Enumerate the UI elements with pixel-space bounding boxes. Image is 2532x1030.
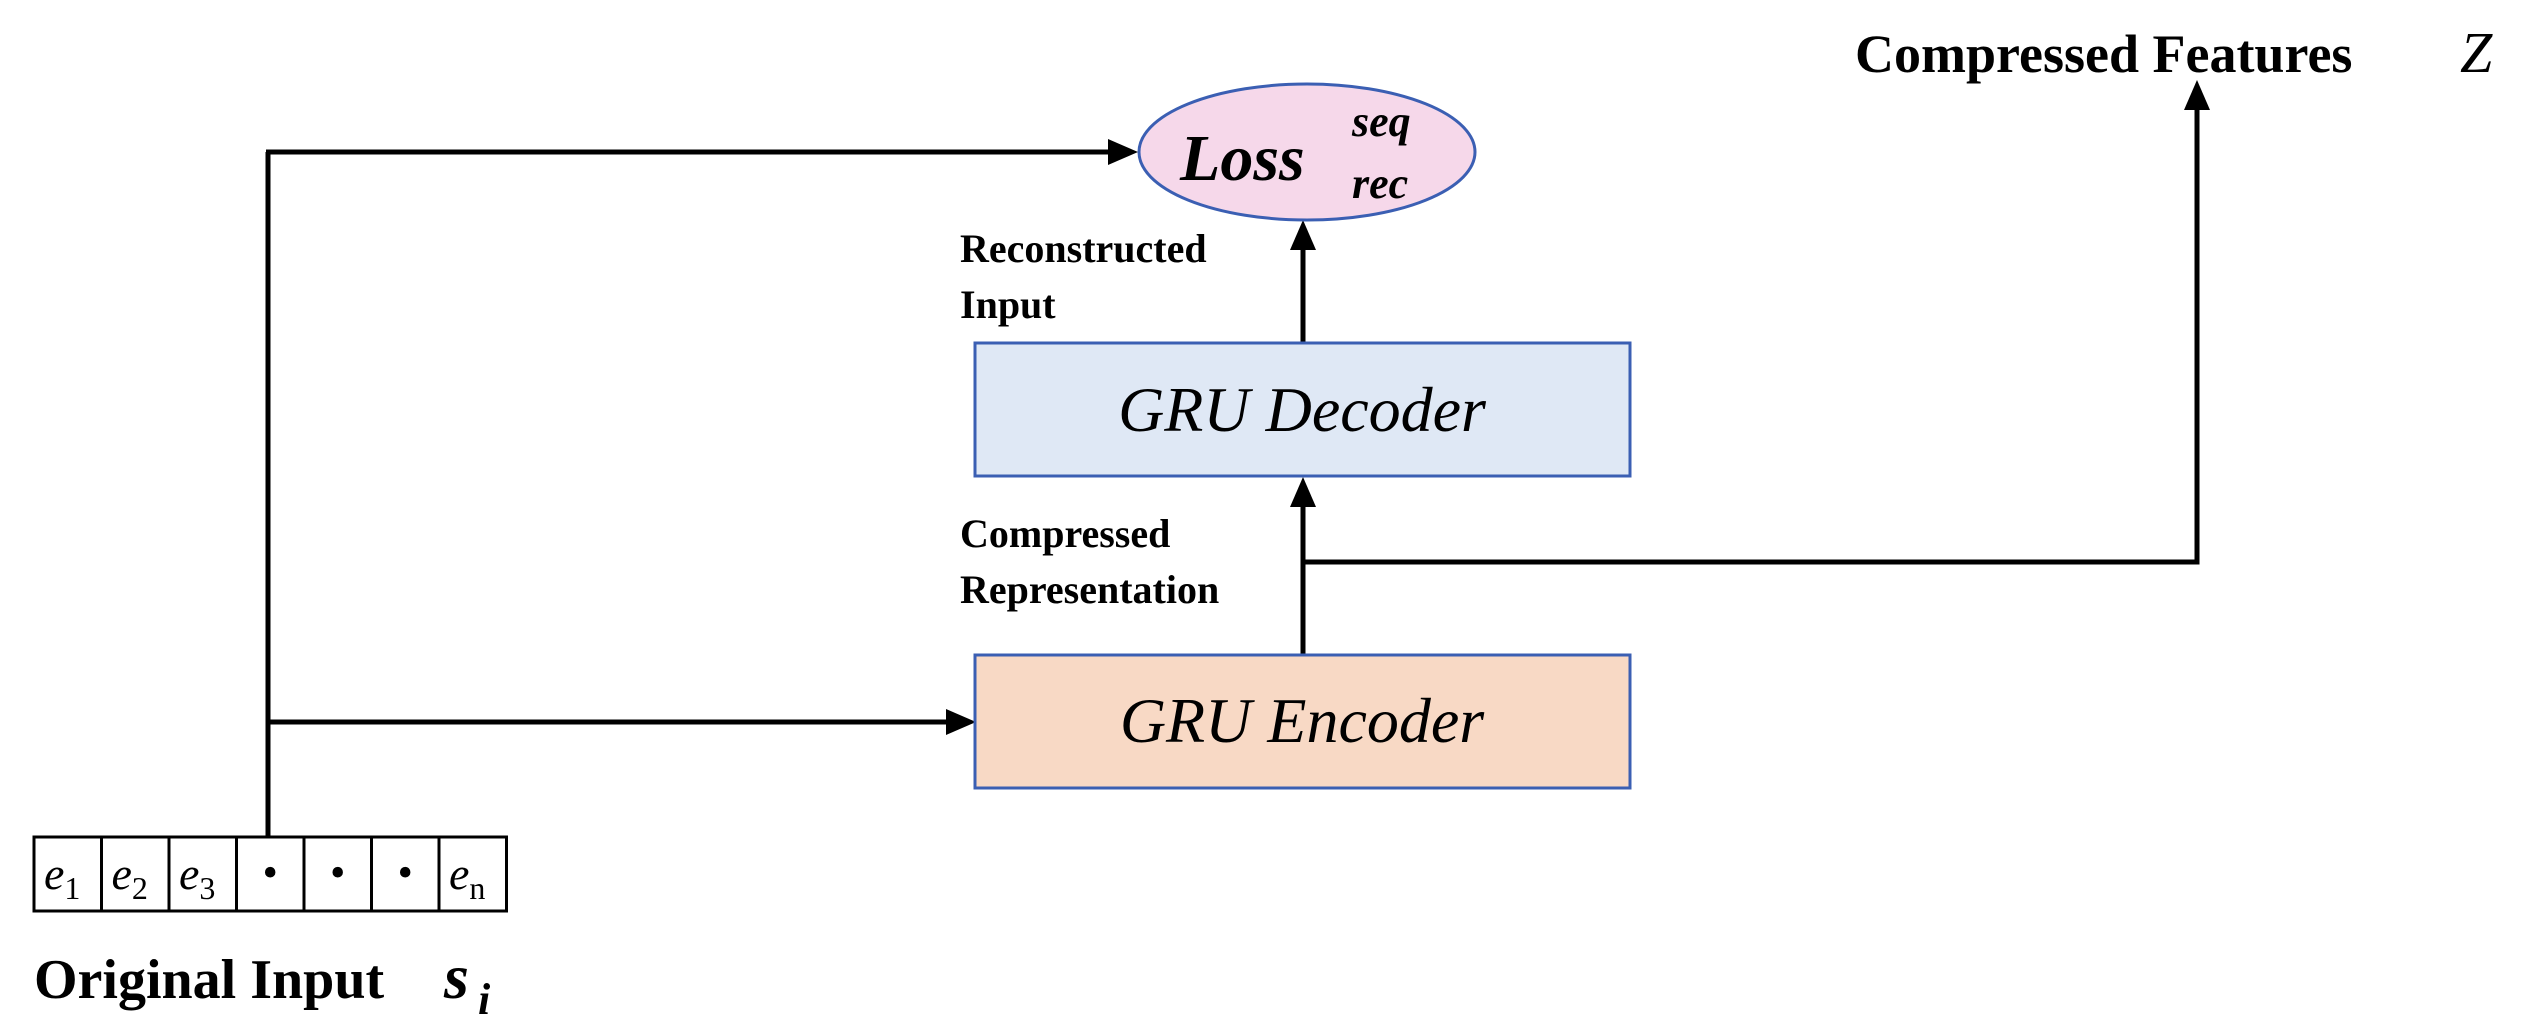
sequence-cell-label: e3 bbox=[179, 848, 215, 906]
encoder-to-decoder-arrowhead bbox=[1290, 477, 1316, 507]
sequence-cell: en bbox=[437, 835, 508, 913]
sequence-cell-subscript: 3 bbox=[199, 870, 215, 906]
input-to-loss-arrowhead bbox=[1108, 139, 1138, 165]
original-input-subscript: i bbox=[478, 975, 491, 1024]
sequence-cell: • bbox=[302, 835, 373, 913]
loss-node: Loss seq rec bbox=[1137, 82, 1477, 222]
compressed-representation-line2: Representation bbox=[960, 567, 1219, 612]
sequence-cell-subscript: 1 bbox=[64, 870, 80, 906]
sequence-cell-box bbox=[167, 835, 238, 913]
original-input-text: Original Input bbox=[34, 949, 384, 1011]
sequence-cell: e1 bbox=[32, 835, 103, 913]
gru-decoder-node: GRU Decoder bbox=[973, 341, 1632, 478]
features-output-line bbox=[1301, 106, 2200, 565]
sequence-cell: • bbox=[370, 835, 441, 913]
sequence-cell-box bbox=[302, 835, 373, 913]
decoder-to-loss-arrowhead bbox=[1290, 220, 1316, 250]
features-output-arrowhead bbox=[2184, 80, 2210, 110]
sequence-cell-label: e1 bbox=[44, 848, 80, 906]
loss-base: Loss bbox=[1179, 122, 1305, 195]
compressed-representation-label: Compressed Representation bbox=[960, 511, 1219, 612]
loss-label: Loss bbox=[1179, 122, 1305, 195]
sequence-cell: e2 bbox=[100, 835, 171, 913]
loss-ellipse bbox=[1137, 82, 1477, 222]
loss-subscript: rec bbox=[1352, 159, 1408, 208]
sequence-cell-label: • bbox=[398, 848, 413, 897]
gru-decoder-label: GRU Decoder bbox=[1118, 374, 1487, 445]
loss-superscript: seq bbox=[1351, 97, 1411, 146]
sequence-cell-box bbox=[235, 835, 306, 913]
sequence-cell-box bbox=[32, 835, 103, 913]
compressed-features-text: Compressed Features bbox=[1855, 24, 2352, 84]
reconstructed-input-line1: Reconstructed bbox=[960, 226, 1207, 271]
compressed-features-symbol: Z bbox=[2460, 20, 2493, 85]
gru-encoder-label: GRU Encoder bbox=[1120, 685, 1485, 756]
sequence-cell-subscript: n bbox=[469, 870, 485, 906]
reconstructed-input-label: Reconstructed Input bbox=[960, 226, 1207, 327]
sequence-cell: • bbox=[235, 835, 306, 913]
sequence-cell-label: • bbox=[263, 848, 278, 897]
compressed-features-label: Compressed Features Z bbox=[1855, 20, 2493, 85]
gru-encoder-node: GRU Encoder bbox=[973, 653, 1632, 790]
original-input-symbol: s bbox=[443, 941, 469, 1012]
gru-encoder-box bbox=[973, 653, 1632, 790]
sequence-cell-label: • bbox=[330, 848, 345, 897]
input-to-encoder-arrowhead bbox=[946, 709, 976, 735]
sequence-cell-box bbox=[370, 835, 441, 913]
connectors bbox=[265, 80, 2210, 836]
input-sequence: e1 e2 e3 • • • en bbox=[32, 835, 508, 913]
sequence-cell-box bbox=[437, 835, 508, 913]
compressed-representation-line1: Compressed bbox=[960, 511, 1170, 556]
original-input-label: Original Input s i bbox=[34, 941, 491, 1024]
reconstructed-input-line2: Input bbox=[960, 282, 1056, 327]
sequence-cell-label: en bbox=[449, 848, 485, 906]
sequence-cell-subscript: 2 bbox=[132, 870, 148, 906]
sequence-cell-label: e2 bbox=[112, 848, 148, 906]
sequence-cell: e3 bbox=[167, 835, 238, 913]
gru-decoder-box bbox=[973, 341, 1632, 478]
